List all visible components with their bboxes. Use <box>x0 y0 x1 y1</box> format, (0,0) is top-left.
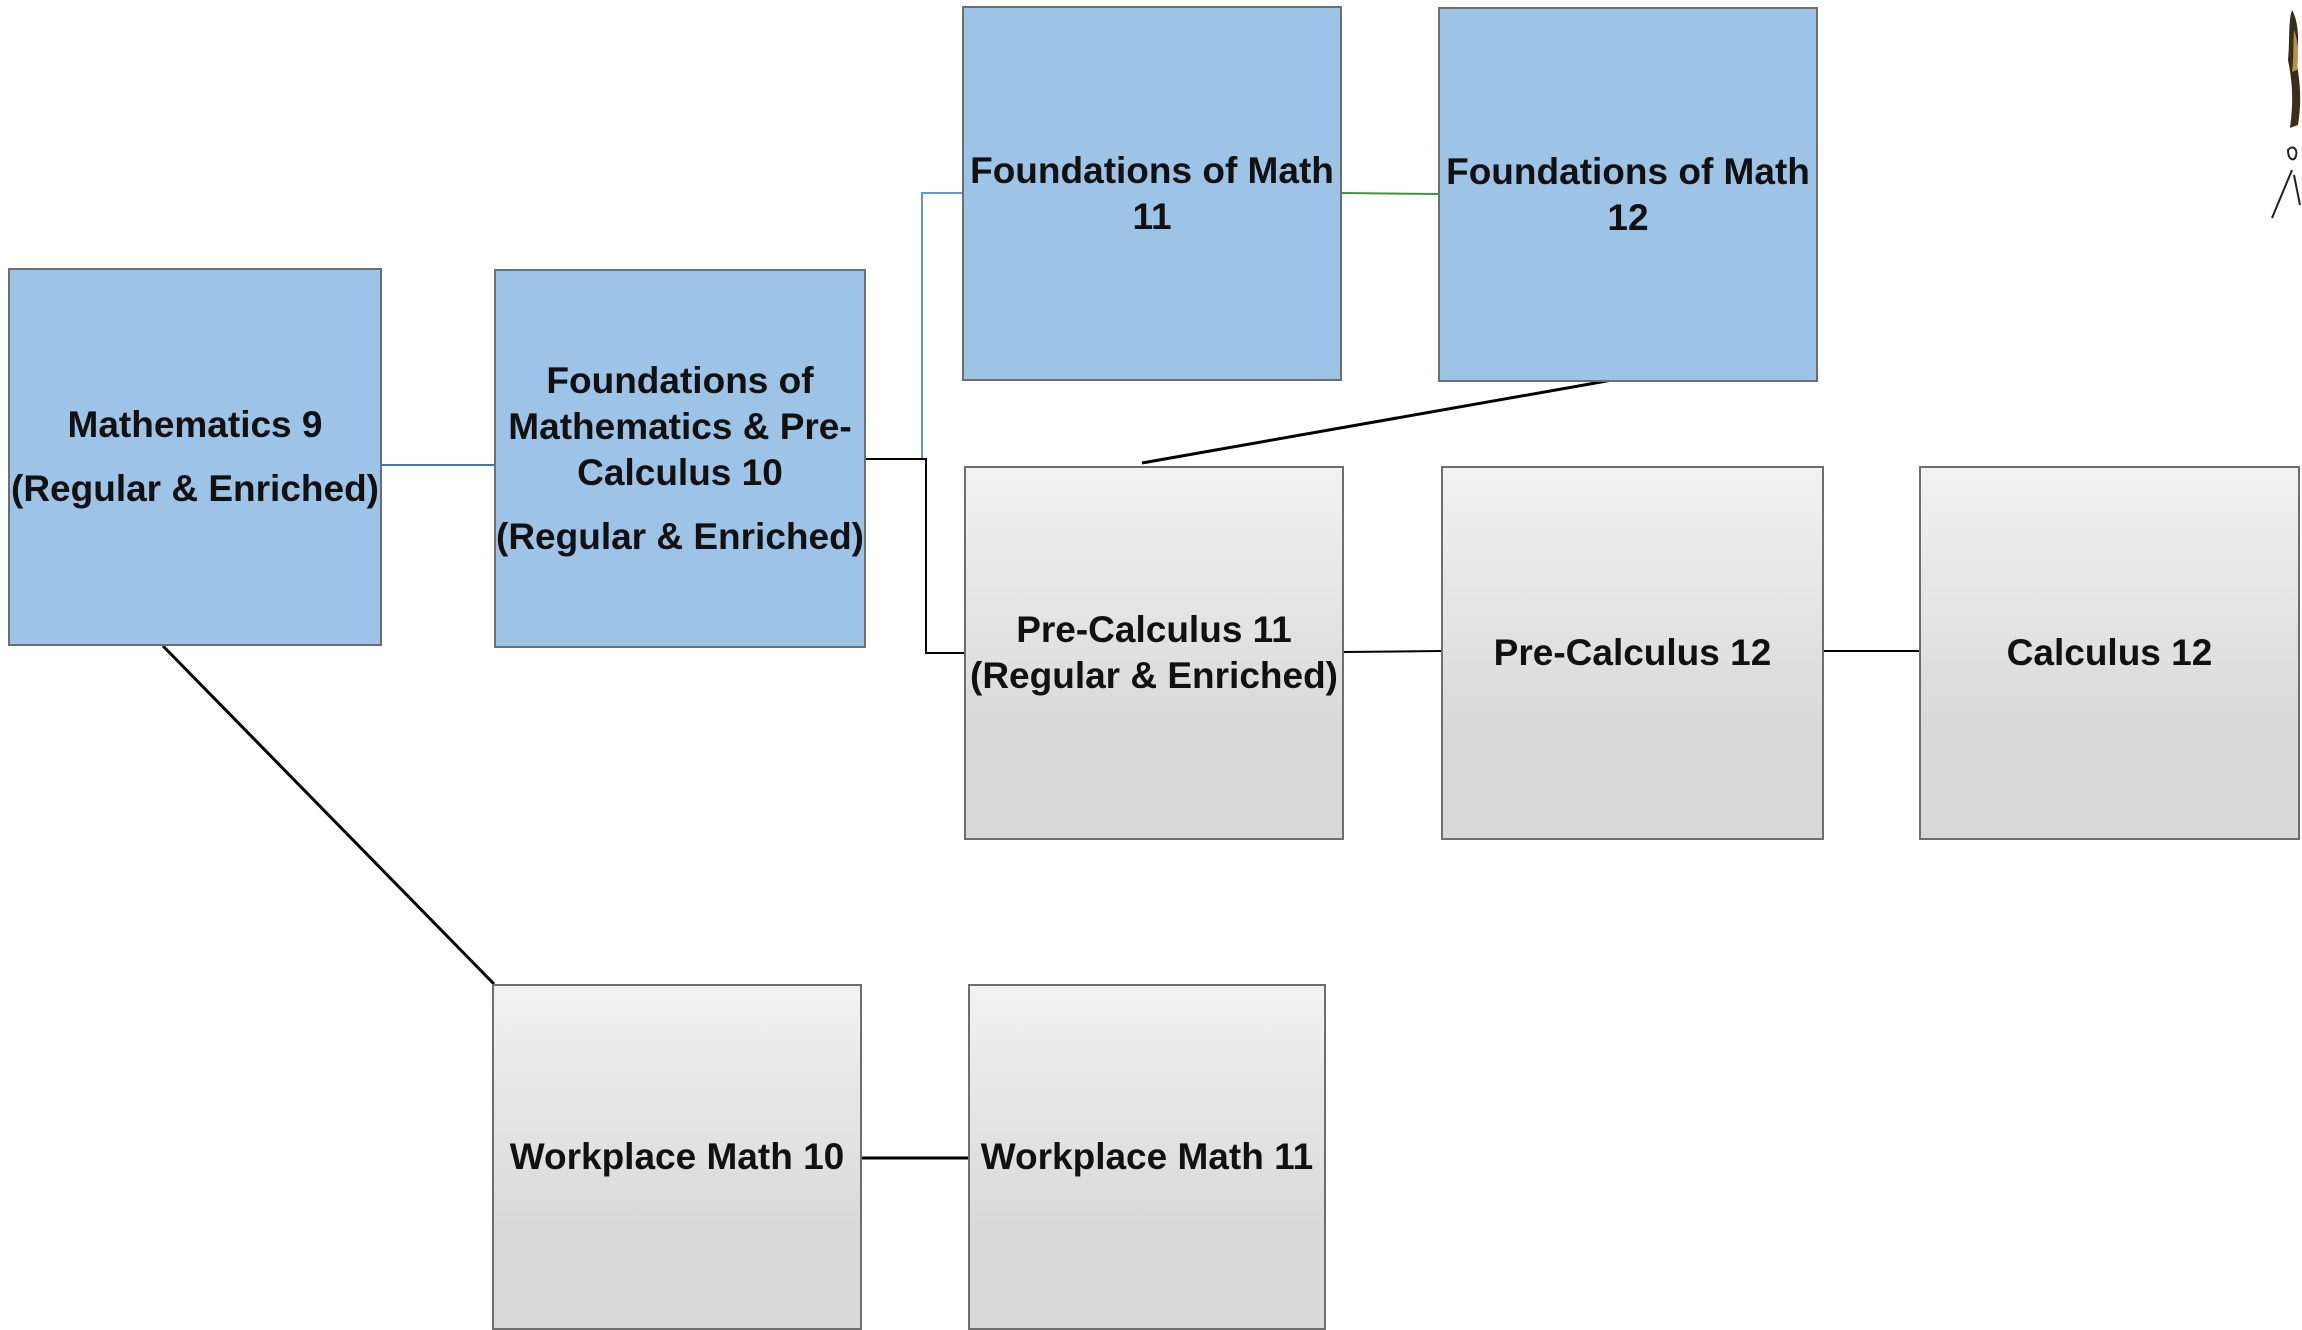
course-box-workplace-math-10: Workplace Math 10 <box>492 984 862 1330</box>
course-box-mathematics-9: Mathematics 9 (Regular & Enriched) <box>8 268 382 646</box>
course-title: Pre-Calculus 12 <box>1493 632 1772 673</box>
course-title: Pre-Calculus 11 <box>1016 609 1292 650</box>
link-math9-wm10 <box>161 644 496 986</box>
link-fpc10-fom11 <box>866 192 962 460</box>
course-title: Mathematics & Pre- <box>508 405 852 447</box>
course-title: Workplace Math 10 <box>509 1136 845 1177</box>
course-title: Calculus 10 <box>577 451 783 493</box>
link-fom11-fom12 <box>1341 192 1439 195</box>
course-box-calculus-12: Calculus 12 <box>1919 466 2300 840</box>
decorative-figure-clipart-icon <box>2271 10 2301 219</box>
course-subtitle: (Regular & Enriched) <box>11 468 379 509</box>
course-title: Foundations of Math <box>970 149 1334 191</box>
course-title: 12 <box>1607 196 1649 238</box>
course-title: Calculus 12 <box>2006 632 2213 673</box>
course-title: Foundations of <box>546 359 814 401</box>
course-subtitle: (Regular & Enriched) <box>970 655 1338 696</box>
course-box-precalculus-11: Pre-Calculus 11 (Regular & Enriched) <box>964 466 1344 840</box>
course-title: Workplace Math 11 <box>980 1136 1314 1177</box>
link-pc11-fom12 <box>1141 377 1619 465</box>
link-pc11-pc12 <box>1343 650 1442 653</box>
course-subtitle: (Regular & Enriched) <box>496 515 864 557</box>
course-title: Foundations of Math <box>1446 150 1810 192</box>
link-fpc10-pc11 <box>866 458 964 654</box>
course-title: Mathematics 9 <box>67 404 323 445</box>
course-box-foundations-precalc-10: Foundations of Mathematics & Pre- Calcul… <box>494 269 866 648</box>
course-box-precalculus-12: Pre-Calculus 12 <box>1441 466 1824 840</box>
course-box-workplace-math-11: Workplace Math 11 <box>968 984 1326 1330</box>
course-title: 11 <box>1132 195 1172 237</box>
course-box-foundations-math-11: Foundations of Math 11 <box>962 6 1342 381</box>
course-box-foundations-math-12: Foundations of Math 12 <box>1438 7 1818 382</box>
